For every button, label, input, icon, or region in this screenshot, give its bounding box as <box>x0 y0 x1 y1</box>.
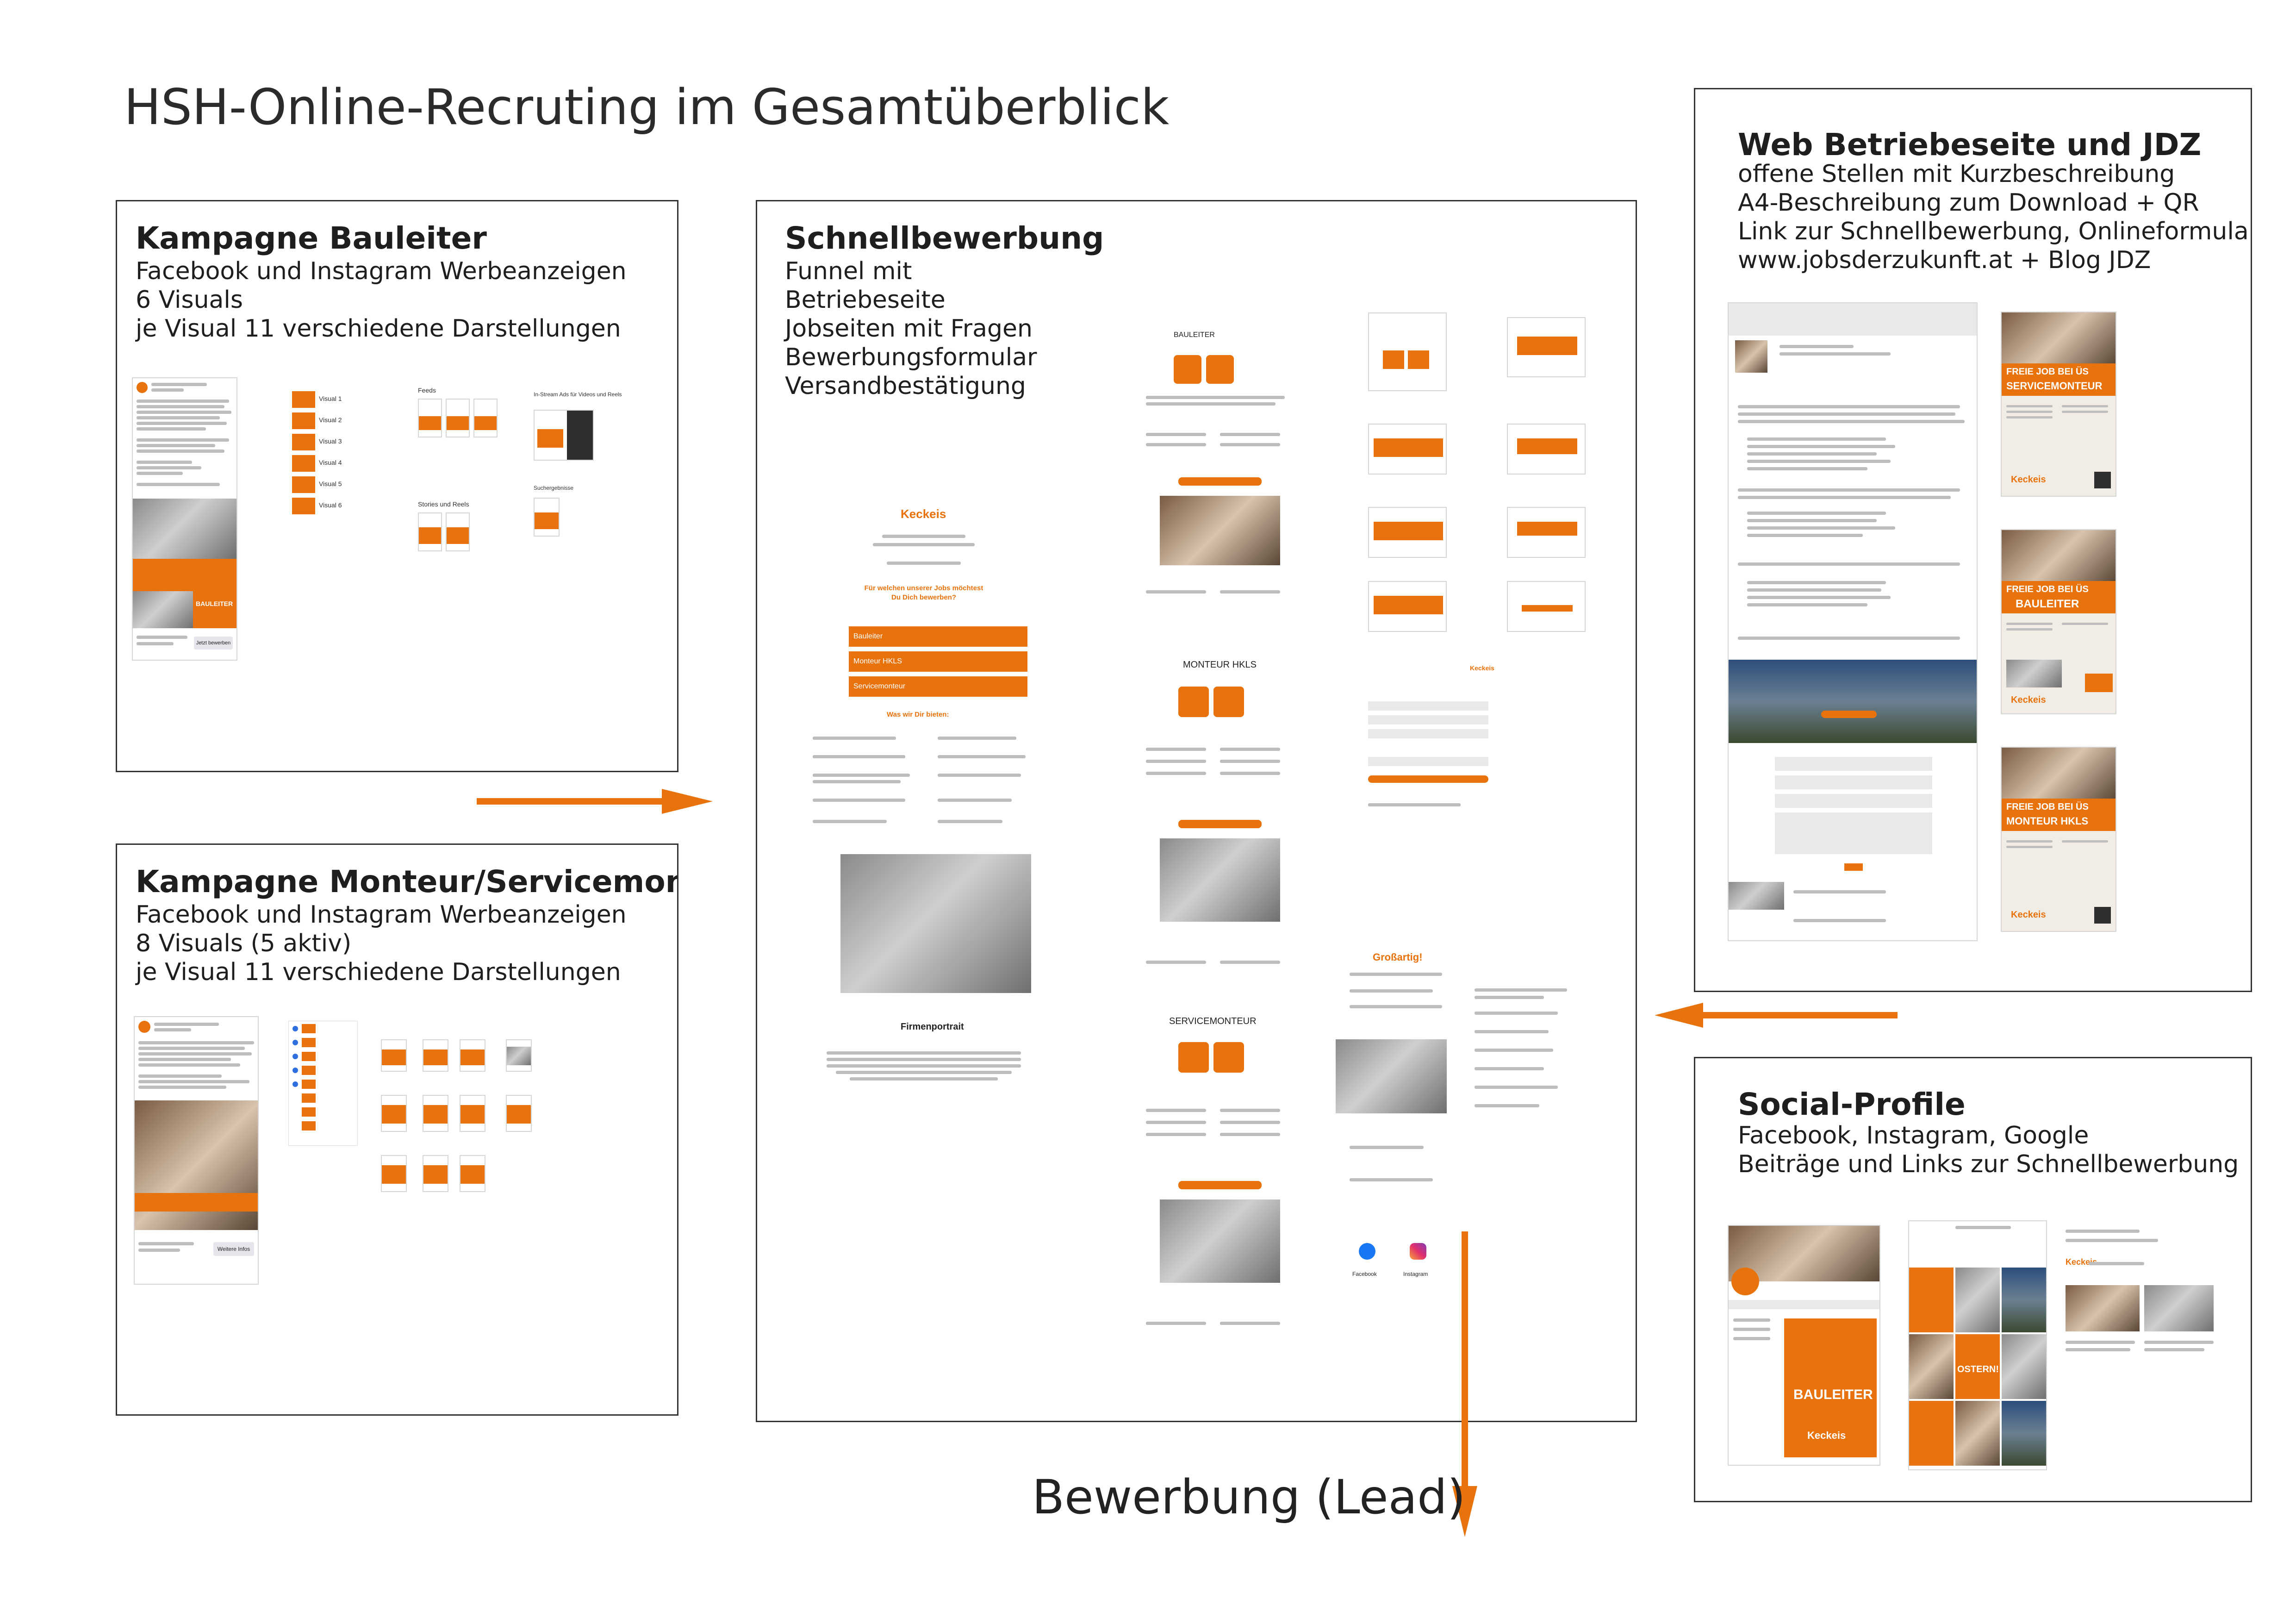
job-page-title: SERVICEMONTEUR <box>1169 1016 1257 1026</box>
job-option-button[interactable]: Servicemonteur <box>849 676 1027 697</box>
ad-cta-button[interactable]: Jetzt bewerben <box>194 637 233 650</box>
box-line: Facebook, Instagram, Google <box>1738 1122 2089 1149</box>
page-title: HSH-Online-Recruting im Gesamtüberblick <box>124 79 1170 136</box>
box-web-betriebeseite: Web Betriebeseite und JDZ offene Stellen… <box>1694 88 2252 992</box>
website-job-page-mockup <box>1728 302 1978 941</box>
box-line: 8 Visuals (5 aktiv) <box>136 930 352 957</box>
brand-logo: Keckeis <box>1470 664 1494 672</box>
placement-label: In-Stream Ads für Videos und Reels <box>534 391 622 398</box>
poster-title: BAULEITER <box>2016 598 2079 610</box>
poster-title: BAULEITER <box>196 600 233 607</box>
job-page-title: BAULEITER <box>1174 331 1215 339</box>
visual-grid-mockup <box>288 1021 659 1299</box>
instagram-grid-mockup: OSTERN! <box>1908 1220 2047 1470</box>
box-kampagne-bauleiter: Kampagne Bauleiter Facebook und Instagra… <box>116 200 678 772</box>
job-poster-servicemonteur: FREIE JOB BEI ÜS SERVICEMONTEUR Keckeis <box>2001 312 2116 497</box>
arrow-campaigns-to-funnel <box>477 789 713 814</box>
thank-you-heading: Großartig! <box>1373 951 1423 963</box>
visual-item: Visual 1 <box>319 395 342 402</box>
placement-label: Feeds <box>418 387 436 394</box>
instagram-label: Instagram <box>1403 1271 1428 1277</box>
job-page-title: MONTEUR HKLS <box>1183 660 1257 670</box>
poster-headline: FREIE JOB BEI ÜS <box>2006 802 2089 812</box>
job-option-button[interactable]: Bauleiter <box>849 626 1027 647</box>
visual-item: Visual 5 <box>319 480 342 487</box>
box-title: Social-Profile <box>1738 1087 1966 1122</box>
box-line: Versandbestätigung <box>785 372 1026 400</box>
placement-label: Stories und Reels <box>418 500 469 508</box>
brand-logo: Keckeis <box>1807 1430 1846 1441</box>
facebook-label: Facebook <box>1352 1271 1377 1277</box>
box-line: Bewerbungsformular <box>785 344 1037 371</box>
company-portrait-heading: Firmenportrait <box>901 1022 964 1032</box>
box-title: Kampagne Bauleiter <box>136 220 487 256</box>
poster-headline: FREIE JOB BEI ÜS <box>2006 367 2089 377</box>
funnel-question-steps: Keckeis Großartig! <box>1336 312 1627 1277</box>
poster-title: BAULEITER <box>1793 1387 1873 1402</box>
box-line: je Visual 11 verschiedene Darstellungen <box>136 315 621 343</box>
box-schnellbewerbung: Schnellbewerbung Funnel mit Betriebeseit… <box>756 200 1637 1422</box>
facebook-profile-mockup: BAULEITER Keckeis <box>1728 1225 1880 1466</box>
funnel-company-page: Keckeis Für welchen unserer Jobs möchtes… <box>794 507 1053 1340</box>
box-line: www.jobsderzukunft.at + Blog JDZ <box>1738 246 2151 274</box>
box-title: Schnellbewerbung <box>785 220 1104 256</box>
brand-logo: Keckeis <box>2011 695 2046 705</box>
facebook-icon[interactable] <box>1359 1243 1375 1260</box>
box-line: Beiträge und Links zur Schnellbewerbung <box>1738 1150 2239 1178</box>
job-poster-monteur: FREIE JOB BEI ÜS MONTEUR HKLS Keckeis <box>2001 747 2116 932</box>
poster-headline: FREIE JOB BEI ÜS <box>2006 584 2089 594</box>
google-profile-mockup: Keckeis <box>2066 1230 2218 1382</box>
box-social-profile: Social-Profile Facebook, Instagram, Goog… <box>1694 1057 2252 1502</box>
job-option-button[interactable]: Monteur HKLS <box>849 651 1027 672</box>
facebook-ad-mockup: BAULEITER Jetzt bewerben <box>132 377 237 661</box>
box-line: offene Stellen mit Kurzbeschreibung <box>1738 160 2175 188</box>
ad-more-button[interactable]: Weitere Infos <box>213 1242 254 1256</box>
arrow-social-to-funnel <box>1655 1003 1898 1028</box>
box-line: A4-Beschreibung zum Download + QR <box>1738 189 2199 217</box>
box-title: Web Betriebeseite und JDZ <box>1738 127 2202 162</box>
funnel-question: Für welchen unserer Jobs möchtest Du Dic… <box>864 584 983 601</box>
box-line: Facebook und Instagram Werbeanzeigen <box>136 257 627 285</box>
thank-you-page-mockup: Großartig! Facebook Instagram <box>1331 951 1609 1322</box>
easter-post-title: OSTERN! <box>1957 1364 1999 1374</box>
box-line: Funnel mit <box>785 257 912 285</box>
box-line: 6 Visuals <box>136 286 243 314</box>
visual-item: Visual 4 <box>319 459 342 466</box>
job-poster-bauleiter: FREIE JOB BEI ÜS BAULEITER Keckeis <box>2001 529 2116 714</box>
box-title: Kampagne Monteur/Servicemonteur <box>136 864 677 899</box>
poster-title: MONTEUR HKLS <box>2006 815 2089 827</box>
funnel-job-pages: BAULEITER MONTEUR HKLS SERVICEMONTEUR <box>1137 322 1303 1405</box>
box-line: Link zur Schnellbewerbung, Onlineformula… <box>1738 218 2252 245</box>
brand-logo: Keckeis <box>2011 475 2046 485</box>
brand-logo: Keckeis <box>901 507 946 521</box>
visual-item: Visual 6 <box>319 501 342 509</box>
lead-label: Bewerbung (Lead) <box>1032 1470 1466 1525</box>
company-building-photo <box>840 854 1031 993</box>
brand-logo: Keckeis <box>2011 910 2046 920</box>
facebook-ad-mockup: Weitere Infos <box>134 1016 259 1285</box>
instagram-icon[interactable] <box>1410 1243 1426 1260</box>
box-line: Betriebeseite <box>785 286 946 314</box>
box-line: Facebook und Instagram Werbeanzeigen <box>136 901 627 929</box>
poster-title: SERVICEMONTEUR <box>2006 380 2103 392</box>
box-kampagne-monteur: Kampagne Monteur/Servicemonteur Facebook… <box>116 843 678 1416</box>
benefits-heading: Was wir Dir bieten: <box>887 711 949 718</box>
box-line: je Visual 11 verschiedene Darstellungen <box>136 958 621 986</box>
contact-form-mockup: Keckeis <box>1368 664 1618 831</box>
visual-list-mockup: Visual 1 Visual 2 Visual 3 Visual 4 Visu… <box>288 387 367 521</box>
placement-label: Suchergebnisse <box>534 485 574 491</box>
visual-item: Visual 3 <box>319 437 342 445</box>
visual-item: Visual 2 <box>319 416 342 424</box>
box-line: Jobseiten mit Fragen <box>785 315 1033 343</box>
